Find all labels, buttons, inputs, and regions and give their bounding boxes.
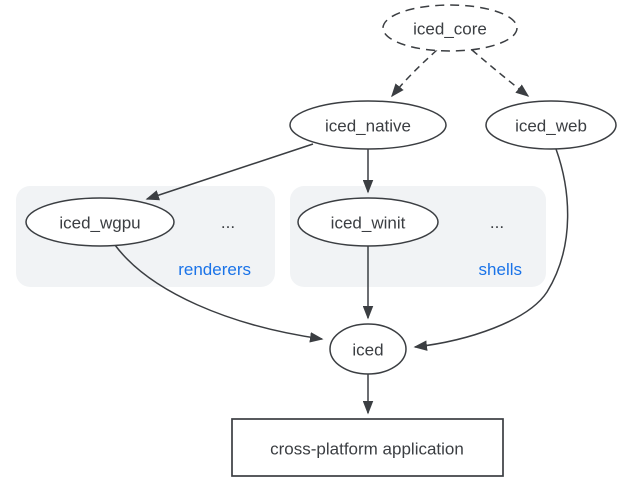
- edge-iced-web-to-iced: [413, 148, 569, 351]
- node-iced-winit: iced_winit: [297, 197, 439, 247]
- renderers-ellipsis: ...: [221, 213, 235, 232]
- node-iced-web: iced_web: [485, 100, 617, 150]
- iced-ellipse: [329, 323, 407, 375]
- renderers-group-label: renderers: [178, 260, 251, 279]
- node-iced: iced: [329, 323, 407, 375]
- iced-native-ellipse: [289, 100, 447, 150]
- iced-wgpu-ellipse: [25, 197, 175, 247]
- application-label: cross-platform application: [270, 440, 464, 459]
- application-rect: [231, 418, 504, 477]
- iced-web-label: iced_web: [515, 117, 587, 136]
- iced-native-label: iced_native: [325, 117, 411, 136]
- iced-web-ellipse: [485, 100, 617, 150]
- iced-core-label: iced_core: [413, 20, 487, 39]
- iced-core-ellipse: [382, 4, 518, 52]
- iced-label: iced: [352, 341, 383, 360]
- node-iced-native: iced_native: [289, 100, 447, 150]
- edge-iced-wgpu-to-iced: [114, 244, 324, 343]
- node-iced-core: iced_core: [382, 4, 518, 52]
- edge-iced-native-to-iced-wgpu: [145, 143, 314, 201]
- edge-iced-core-to-iced-native: [391, 49, 438, 98]
- iced-winit-ellipse: [297, 197, 439, 247]
- node-cross-platform-application: cross-platform application: [231, 418, 504, 477]
- iced-winit-label: iced_winit: [331, 214, 406, 233]
- node-iced-wgpu: iced_wgpu: [25, 197, 175, 247]
- edge-iced-core-to-iced-web: [471, 49, 530, 97]
- shells-group-label: shells: [479, 260, 522, 279]
- shells-ellipsis: ...: [490, 213, 504, 232]
- iced-wgpu-label: iced_wgpu: [59, 214, 140, 233]
